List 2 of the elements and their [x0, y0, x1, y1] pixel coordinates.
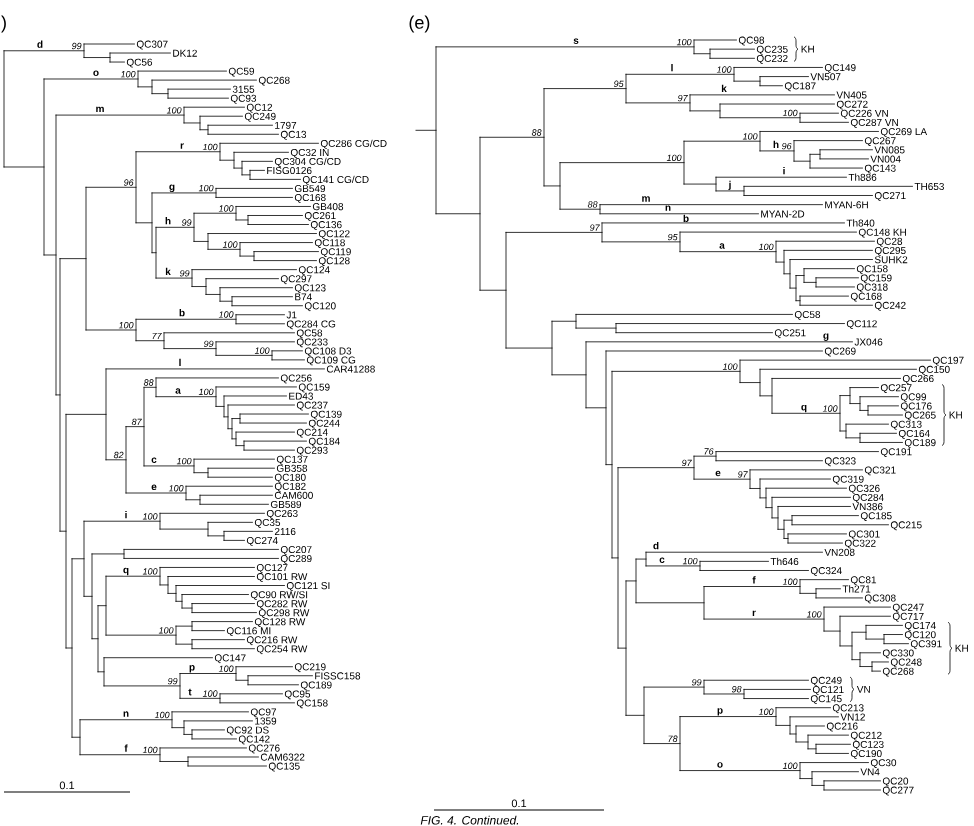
panel-label: )	[1, 15, 6, 33]
panel-label: (e)	[409, 15, 430, 33]
